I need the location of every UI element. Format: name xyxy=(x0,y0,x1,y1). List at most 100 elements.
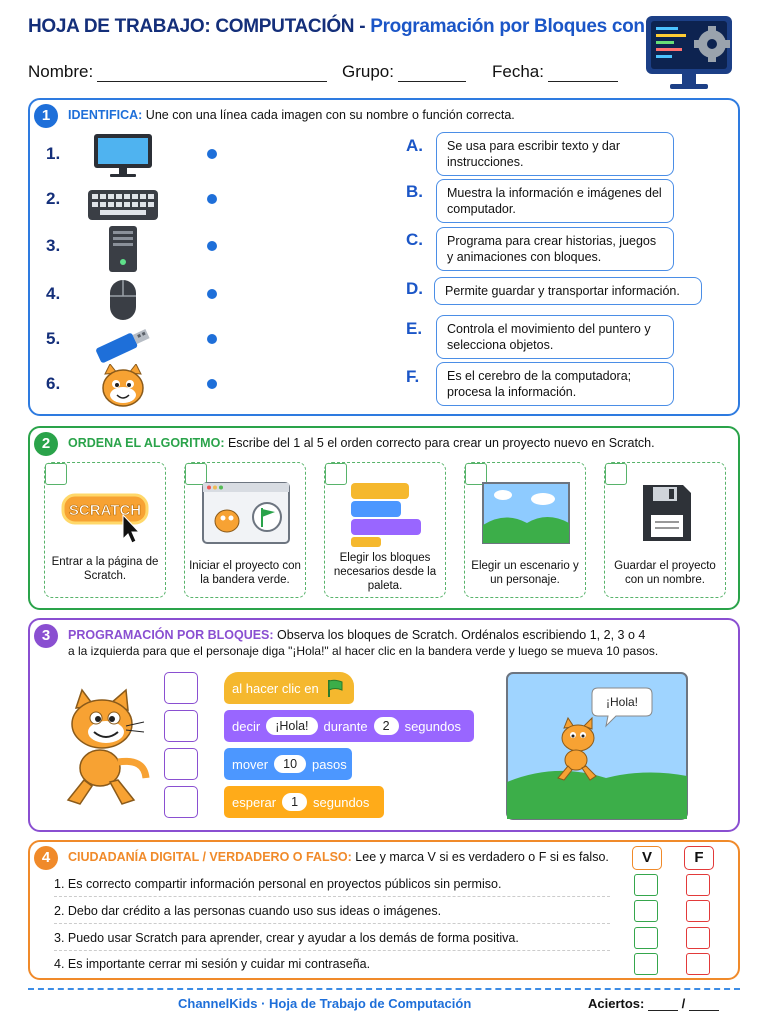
section-title: ORDENA EL ALGORITMO: xyxy=(68,436,225,450)
option-box[interactable]: Muestra la información e imágenes del co… xyxy=(436,179,674,223)
section-instruction: CIUDADANÍA DIGITAL / VERDADERO O FALSO: … xyxy=(68,850,609,864)
name-field[interactable]: Nombre: xyxy=(28,62,328,82)
save-floppy-icon xyxy=(643,485,691,541)
section-instruction: PROGRAMACIÓN POR BLOQUES: Observa los bl… xyxy=(68,628,645,642)
say-block[interactable]: decir ¡Hola! durante 2 segundos xyxy=(224,710,474,742)
option-box[interactable]: Permite guardar y transportar informació… xyxy=(434,277,702,305)
instruction-text: Observa los bloques de Scratch. Ordénalo… xyxy=(277,628,646,642)
score-line[interactable] xyxy=(647,997,678,1011)
statement: 4. Es importante cerrar mi sesión y cuid… xyxy=(54,957,371,971)
card-label: Elegir un escenario y un personaje. xyxy=(471,560,579,586)
section-title: IDENTIFICA: xyxy=(68,108,143,122)
section-title: CIUDADANÍA DIGITAL / VERDADERO O FALSO: xyxy=(68,850,352,864)
option-box[interactable]: Se usa para escribir texto y dar instruc… xyxy=(436,132,674,176)
event-block[interactable]: al hacer clic en xyxy=(224,672,354,704)
algorithm-card: Elegir un escenario y un personaje. xyxy=(464,462,586,598)
false-checkbox[interactable] xyxy=(686,874,710,896)
total-line[interactable] xyxy=(688,997,719,1011)
option-box[interactable]: Controla el movimiento del puntero y sel… xyxy=(436,315,674,359)
block-text: decir xyxy=(232,718,261,734)
stage-preview: ¡Hola! xyxy=(506,672,688,820)
block-input[interactable]: 10 xyxy=(274,755,307,773)
section-ciudadania: 4 CIUDADANÍA DIGITAL / VERDADERO O FALSO… xyxy=(28,840,740,980)
group-line[interactable] xyxy=(397,64,466,82)
group-label: Grupo: xyxy=(342,62,394,81)
block-text: segundos xyxy=(404,718,461,734)
score-field[interactable]: Aciertos: / xyxy=(588,996,719,1011)
group-field[interactable]: Grupo: xyxy=(342,62,466,82)
green-flag-window-icon xyxy=(202,482,290,544)
match-dot[interactable] xyxy=(207,289,217,299)
match-dot[interactable] xyxy=(207,334,217,344)
order-box[interactable] xyxy=(325,463,347,485)
card-label: Entrar a la página de Scratch. xyxy=(51,556,159,582)
divider xyxy=(54,923,610,924)
false-checkbox[interactable] xyxy=(686,927,710,949)
section-programacion: 3 PROGRAMACIÓN POR BLOQUES: Observa los … xyxy=(28,618,740,832)
order-input[interactable] xyxy=(164,786,198,818)
block-input[interactable]: 1 xyxy=(282,793,308,811)
option-letter: C. xyxy=(406,230,423,249)
section-instruction: ORDENA EL ALGORITMO: Escribe del 1 al 5 … xyxy=(68,436,655,450)
block-text: mover xyxy=(232,756,269,772)
date-label: Fecha: xyxy=(492,62,544,81)
option-letter: F. xyxy=(406,367,420,386)
title-sub: Programación por Bloques con Scratch xyxy=(370,16,718,37)
order-box[interactable] xyxy=(185,463,207,485)
block-text: durante xyxy=(323,718,368,734)
false-checkbox[interactable] xyxy=(686,953,710,975)
card-label: Iniciar el proyecto con la bandera verde… xyxy=(189,560,301,586)
instruction-text-2: a la izquierda para que el personaje dig… xyxy=(68,644,659,658)
match-dot[interactable] xyxy=(207,241,217,251)
order-input[interactable] xyxy=(164,710,198,742)
date-field[interactable]: Fecha: xyxy=(492,62,618,82)
mouse-icon xyxy=(110,280,136,320)
option-box[interactable]: Programa para crear historias, juegos y … xyxy=(436,227,674,271)
wait-block[interactable]: esperar 1 segundos xyxy=(224,786,384,818)
section-number: 2 xyxy=(34,432,58,456)
footer-brand: ChannelKids · Hoja de Trabajo de Computa… xyxy=(178,996,472,1011)
match-dot[interactable] xyxy=(207,149,217,159)
score-label: Aciertos: xyxy=(588,996,645,1011)
section-identifica: 1 IDENTIFICA: Une con una línea cada ima… xyxy=(28,98,740,416)
order-input[interactable] xyxy=(164,748,198,780)
order-box[interactable] xyxy=(45,463,67,485)
footer-divider xyxy=(28,988,740,990)
match-dot[interactable] xyxy=(207,379,217,389)
true-header: V xyxy=(632,846,662,870)
instruction-text: Lee y marca V si es verdadero o F si es … xyxy=(355,850,609,864)
keyboard-icon xyxy=(88,190,158,220)
statement: 2. Debo dar crédito a las personas cuand… xyxy=(54,904,442,918)
true-checkbox[interactable] xyxy=(634,900,658,922)
section-instruction: IDENTIFICA: Une con una línea cada image… xyxy=(68,108,515,122)
order-box[interactable] xyxy=(465,463,487,485)
block-input[interactable]: 2 xyxy=(373,717,399,735)
section-number: 4 xyxy=(34,846,58,870)
false-checkbox[interactable] xyxy=(686,900,710,922)
scratch-cat-figure xyxy=(66,688,150,805)
score-separator: / xyxy=(681,996,686,1011)
block-input[interactable]: ¡Hola! xyxy=(266,717,318,735)
algorithm-card: Guardar el proyecto con un nombre. xyxy=(604,462,726,598)
statement: 3. Puedo usar Scratch para aprender, cre… xyxy=(54,931,519,945)
option-box[interactable]: Es el cerebro de la computadora; procesa… xyxy=(436,362,674,406)
item-number: 4. xyxy=(46,284,61,303)
green-flag-icon xyxy=(327,679,343,697)
instruction-text: Escribe del 1 al 5 el orden correcto par… xyxy=(227,436,655,450)
true-checkbox[interactable] xyxy=(634,953,658,975)
algorithm-card: Elegir los bloques necesarios desde la p… xyxy=(324,462,446,598)
match-dot[interactable] xyxy=(207,194,217,204)
order-input[interactable] xyxy=(164,672,198,704)
date-line[interactable] xyxy=(547,64,618,82)
order-box[interactable] xyxy=(605,463,627,485)
card-label: Guardar el proyecto con un nombre. xyxy=(614,560,716,586)
true-checkbox[interactable] xyxy=(634,927,658,949)
item-number: 6. xyxy=(46,374,61,393)
item-number: 3. xyxy=(46,236,61,255)
name-line[interactable] xyxy=(97,64,328,82)
divider xyxy=(54,896,610,897)
true-checkbox[interactable] xyxy=(634,874,658,896)
instruction-text: Une con una línea cada imagen con su nom… xyxy=(145,108,515,122)
move-block[interactable]: mover 10 pasos xyxy=(224,748,352,780)
option-letter: E. xyxy=(406,319,423,338)
